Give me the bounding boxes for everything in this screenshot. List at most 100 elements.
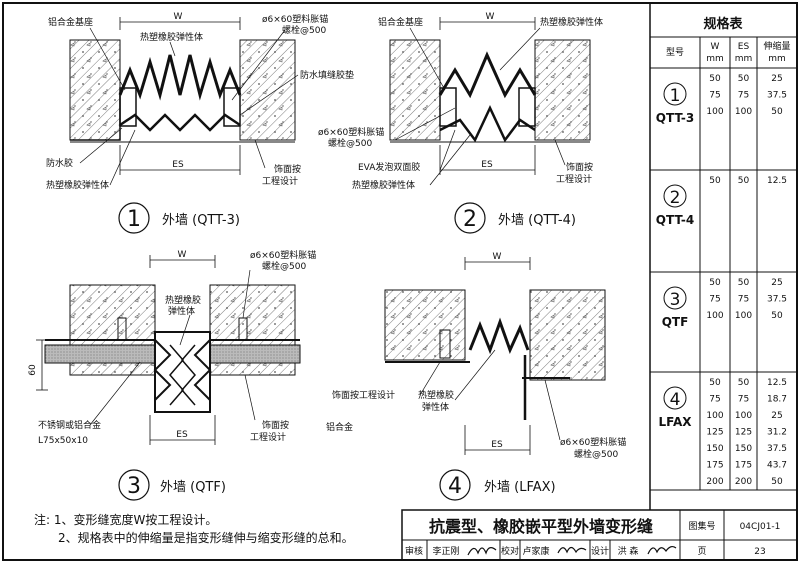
detail-4-bolt-label: ø6×60塑料胀锚螺栓@500 <box>560 436 626 460</box>
spec-cell-3-5-2: 43.7 <box>767 461 787 471</box>
spec-cell-3-4-1: 150 <box>735 444 752 454</box>
detail-2-finish-line-2: 工程设计 <box>556 173 592 185</box>
detail-2: W ES 铝合金基座 热塑橡胶弹性体 ø6×60塑料胀锚螺栓@500 EVA发泡… <box>318 12 603 234</box>
review-name: 李正刚 <box>432 545 459 557</box>
spec-group-num-1: 2 <box>670 188 681 208</box>
spec-group-model-0: QTT-3 <box>656 111 694 125</box>
detail-3-bolt-line-1: ø6×60塑料胀锚 <box>250 249 316 261</box>
spec-cell-2-2-0: 100 <box>706 311 723 321</box>
spec-cell-3-1-1: 75 <box>738 395 749 405</box>
detail-4-elastic-line-1: 热塑橡胶 <box>418 389 454 401</box>
detail-4-bolt-line-1: ø6×60塑料胀锚 <box>560 436 626 448</box>
spec-cell-3-3-0: 125 <box>706 428 723 438</box>
detail-2-finish-label: 饰面按工程设计 <box>556 161 593 185</box>
spec-header-2-0: ES <box>738 42 750 52</box>
spec-cell-3-6-0: 200 <box>706 477 723 487</box>
spec-cell-2-0-0: 50 <box>709 278 721 288</box>
detail-1-caption: 外墙 (QTT-3) <box>162 213 240 228</box>
detail-1-w-label: W <box>174 12 183 22</box>
spec-group-model-2: QTF <box>662 315 689 329</box>
spec-cell-0-2-1: 100 <box>735 107 752 117</box>
spec-cell-2-1-1: 75 <box>738 295 749 305</box>
atlas-number: 04CJ01-1 <box>740 522 781 532</box>
detail-2-bolt-label: ø6×60塑料胀锚螺栓@500 <box>318 126 384 149</box>
review-label: 审核 <box>405 545 423 557</box>
spec-cell-3-2-2: 25 <box>771 411 782 421</box>
detail-4-bolt-line-2: 螺栓@500 <box>574 448 618 460</box>
spec-cell-2-1-2: 37.5 <box>767 295 787 305</box>
spec-header-2-1: mm <box>735 54 753 64</box>
spec-cell-2-2-1: 100 <box>735 311 752 321</box>
detail-1-number: 1 <box>127 207 141 232</box>
spec-cell-3-1-2: 18.7 <box>767 395 787 405</box>
spec-header-1-0: W <box>711 42 720 52</box>
detail-4-caption: 外墙 (LFAX) <box>484 480 556 495</box>
detail-1-finish-line-1: 饰面按 <box>274 163 301 175</box>
spec-cell-3-6-1: 200 <box>735 477 752 487</box>
check-label: 校对 <box>501 545 519 557</box>
spec-header-0-0: 型号 <box>666 47 684 58</box>
spec-cell-2-0-1: 50 <box>738 278 750 288</box>
drawing-title: 抗震型、橡胶嵌平型外墙变形缝 <box>429 517 653 536</box>
spec-group-circle-2 <box>663 286 687 310</box>
spec-header-3-1: mm <box>768 54 786 64</box>
spec-cell-0-2-2: 50 <box>771 107 783 117</box>
page-number: 23 <box>754 547 765 557</box>
detail-2-elastic-bottom-label: 热塑橡胶弹性体 <box>352 179 415 191</box>
spec-cell-3-4-2: 37.5 <box>767 444 787 454</box>
detail-3-number: 3 <box>127 474 141 499</box>
spec-group-num-2: 3 <box>670 290 681 310</box>
spec-group-num-3: 4 <box>670 390 681 410</box>
detail-4-w-label: W <box>493 252 502 262</box>
spec-cell-0-0-2: 25 <box>771 74 782 84</box>
spec-cell-3-2-0: 100 <box>706 411 723 421</box>
spec-cell-3-0-0: 50 <box>709 378 721 388</box>
spec-group-num-0: 1 <box>670 86 681 106</box>
check-signature <box>557 546 587 554</box>
detail-3-finish-label: 饰面按工程设计 <box>250 419 289 443</box>
spec-cell-2-1-0: 75 <box>709 295 720 305</box>
detail-4-elastic-line-2: 弹性体 <box>422 401 449 413</box>
detail-3: W ES 60 ø6×60塑料胀锚螺栓@500 热塑橡胶弹性体 不锈钢或铝合金 … <box>28 249 316 501</box>
spec-group-circle-0 <box>663 82 687 106</box>
check-name: 卢家康 <box>522 545 549 557</box>
detail-1-waterproof-label: 防水胶 <box>46 157 73 169</box>
spec-cell-3-3-2: 31.2 <box>767 428 787 438</box>
detail-3-steel-label: 不锈钢或铝合金 <box>38 419 101 431</box>
spec-group-model-1: QTT-4 <box>656 213 694 227</box>
spec-cell-1-0-1: 50 <box>738 176 750 186</box>
detail-3-finish-line-1: 饰面按 <box>262 419 289 431</box>
atlas-label: 图集号 <box>688 520 715 532</box>
spec-group-circle-3 <box>663 386 687 410</box>
detail-3-angle-label: L75x50x10 <box>38 436 88 446</box>
page-label: 页 <box>697 546 706 557</box>
spec-group-model-3: LFAX <box>658 415 692 429</box>
detail-2-number: 2 <box>463 207 477 232</box>
spec-cell-3-0-2: 12.5 <box>767 378 787 388</box>
detail-3-elastic-line-1: 热塑橡胶 <box>165 294 201 306</box>
spec-cell-0-0-0: 50 <box>709 74 721 84</box>
detail-2-es-label: ES <box>481 160 493 170</box>
review-signature <box>467 547 497 556</box>
detail-4-finish-label: 饰面按工程设计 <box>332 389 395 401</box>
detail-4-es-label: ES <box>491 440 503 450</box>
spec-table-title: 规格表 <box>703 16 743 32</box>
detail-3-finish-line-2: 工程设计 <box>250 431 286 443</box>
detail-3-caption: 外墙 (QTF) <box>160 480 226 495</box>
spec-cell-3-5-1: 175 <box>735 461 752 471</box>
detail-2-eva-label: EVA发泡双面胶 <box>358 161 420 173</box>
detail-3-elastic-label: 热塑橡胶弹性体 <box>165 294 201 317</box>
detail-1-bolt-label: ø6×60塑料胀锚螺栓@500 <box>262 13 328 36</box>
detail-1-bolt-line-2: 螺栓@500 <box>282 24 326 36</box>
spec-cell-0-0-1: 50 <box>738 74 750 84</box>
detail-1-finish-line-2: 工程设计 <box>262 175 298 187</box>
detail-2-caption: 外墙 (QTT-4) <box>498 213 576 228</box>
detail-1-elastic-bottom-label: 热塑橡胶弹性体 <box>46 179 109 191</box>
detail-2-bolt-line-2: 螺栓@500 <box>328 137 372 149</box>
detail-1-es-label: ES <box>172 160 184 170</box>
spec-cell-0-1-1: 75 <box>738 91 749 101</box>
detail-1-finish-label: 饰面按工程设计 <box>262 163 301 187</box>
spec-cell-3-2-1: 100 <box>735 411 752 421</box>
detail-4-alu-label: 铝合金 <box>326 421 353 433</box>
